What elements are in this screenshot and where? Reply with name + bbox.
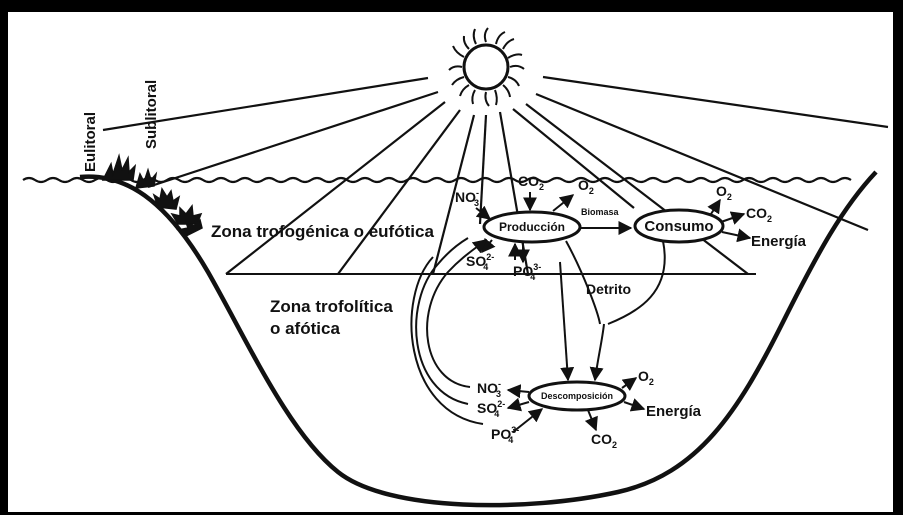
chem-co2-bottom: CO2 xyxy=(591,431,617,450)
arrow-consumption-energy xyxy=(722,232,750,238)
decomposition-node: Descomposición xyxy=(529,382,625,410)
svg-text:PO3-4: PO3-4 xyxy=(513,262,541,282)
svg-text:NO-3: NO-3 xyxy=(455,188,479,208)
svg-text:PO3-4: PO3-4 xyxy=(491,425,519,445)
svg-text:SO2-4: SO2-4 xyxy=(466,252,494,272)
chem-co2-consumption: CO2 xyxy=(746,205,772,224)
consumption-label: Consumo xyxy=(644,218,713,235)
arrow-decomposition-energy xyxy=(624,402,644,409)
chem-o2-top: O2 xyxy=(578,177,594,196)
arrow-decomposition-no3 xyxy=(508,390,529,392)
svg-text:NO-3: NO-3 xyxy=(477,379,501,399)
detritus-merge xyxy=(595,324,604,380)
consumption-node: Consumo xyxy=(635,210,723,242)
aphotic-zone-label-line2: o afótica xyxy=(270,319,340,338)
svg-text:CO2: CO2 xyxy=(746,205,772,224)
chem-o2-bottom: O2 xyxy=(638,368,654,387)
svg-text:O2: O2 xyxy=(716,183,732,202)
chem-so4-bottom: SO2-4 xyxy=(477,399,505,419)
diagram-frame: Eulitoral Sublitoral Zona trofogénica o … xyxy=(8,12,893,512)
energy-decomposition-label: Energía xyxy=(646,403,702,420)
chem-no3-bottom: NO-3 xyxy=(477,379,501,399)
chem-no3-top: NO-3 xyxy=(455,188,479,208)
arrow-decomposition-o2 xyxy=(622,378,636,388)
svg-text:SO2-4: SO2-4 xyxy=(477,399,505,419)
decomposition-label: Descomposición xyxy=(541,391,613,401)
svg-text:O2: O2 xyxy=(638,368,654,387)
production-node: Producción xyxy=(484,212,580,242)
arrow-consumption-o2 xyxy=(711,200,720,214)
biomass-label: Biomasa xyxy=(581,207,620,217)
euphotic-zone-label: Zona trofogénica o eufótica xyxy=(211,222,434,241)
chem-po4-bottom: PO3-4 xyxy=(491,425,519,445)
chem-o2-consumption: O2 xyxy=(716,183,732,202)
svg-text:CO2: CO2 xyxy=(591,431,617,450)
arrow-consumption-co2 xyxy=(721,214,744,222)
sun-icon xyxy=(449,28,524,106)
arrow-no3-production xyxy=(476,208,490,219)
littoral-plants-icon xyxy=(103,156,202,236)
sublitoral-label: Sublitoral xyxy=(143,80,160,149)
chem-po4-top: PO3-4 xyxy=(513,262,541,282)
chem-co2-top: CO2 xyxy=(518,173,544,192)
energy-consumption-label: Energía xyxy=(751,233,807,250)
lake-ecosystem-diagram: Eulitoral Sublitoral Zona trofogénica o … xyxy=(8,12,893,512)
aphotic-zone-label-line1: Zona trofolítica xyxy=(270,297,393,316)
detritus-label: Detrito xyxy=(586,281,631,297)
arrow-decomposition-so4 xyxy=(508,402,529,408)
svg-text:CO2: CO2 xyxy=(518,173,544,192)
arrow-production-o2 xyxy=(553,195,573,211)
production-label: Producción xyxy=(499,220,565,234)
chem-so4-top: SO2-4 xyxy=(466,252,494,272)
nutrient-return-loop-3 xyxy=(411,257,483,424)
svg-text:O2: O2 xyxy=(578,177,594,196)
arrow-decomposition-co2 xyxy=(588,410,596,430)
arrow-down-to-decomposition xyxy=(560,262,568,380)
eulitoral-label: Eulitoral xyxy=(82,112,99,172)
